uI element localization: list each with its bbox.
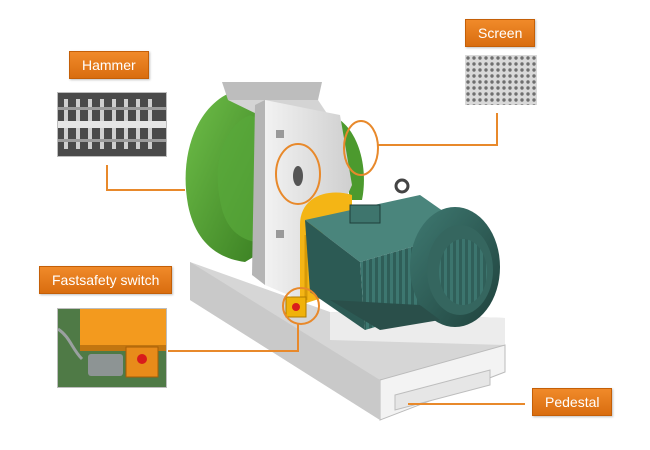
switch-leader <box>168 324 299 352</box>
hammer-detail-icon <box>58 93 166 156</box>
screen-label-text: Screen <box>478 25 523 41</box>
pedestal-label-text: Pedestal <box>545 394 600 410</box>
switch-label: Fastsafety switch <box>39 266 173 294</box>
switch-label-text: Fastsafety switch <box>52 272 160 288</box>
leader-lines <box>106 113 525 405</box>
screen-photo <box>465 55 537 105</box>
pedestal-base <box>190 262 506 421</box>
hammer-photo <box>57 92 167 157</box>
green-housing <box>185 90 364 262</box>
hammer-highlight <box>275 143 321 205</box>
screen-highlight <box>343 120 379 176</box>
screen-leader <box>378 113 498 146</box>
grinder-body <box>222 82 352 300</box>
electric-motor <box>305 178 500 330</box>
switch-photo <box>57 308 167 388</box>
perforated-screen-icon <box>465 55 537 105</box>
hammer-leader <box>106 165 185 191</box>
hammer-label-text: Hammer <box>82 57 136 73</box>
highlight-markers <box>275 120 379 325</box>
safety-switch-icon <box>58 309 166 387</box>
screen-label: Screen <box>465 19 536 47</box>
switch-highlight <box>282 287 320 325</box>
pedestal-label: Pedestal <box>532 388 613 416</box>
hammer-label: Hammer <box>69 51 149 79</box>
